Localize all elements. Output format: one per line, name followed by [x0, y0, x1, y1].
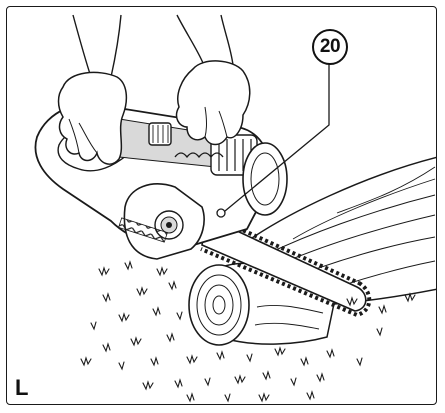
grass-tufts	[80, 260, 416, 403]
panel-letter: L	[15, 375, 29, 400]
callout-number: 20	[319, 36, 341, 57]
chainsaw-illustration	[34, 14, 436, 403]
illustration-frame: 20 L	[6, 6, 437, 405]
callout-leader	[224, 59, 330, 212]
gloved-hand-right	[175, 14, 251, 146]
guide-bar	[200, 211, 372, 318]
gloved-hand-left	[57, 14, 128, 165]
callout-badge: 20	[312, 29, 348, 65]
